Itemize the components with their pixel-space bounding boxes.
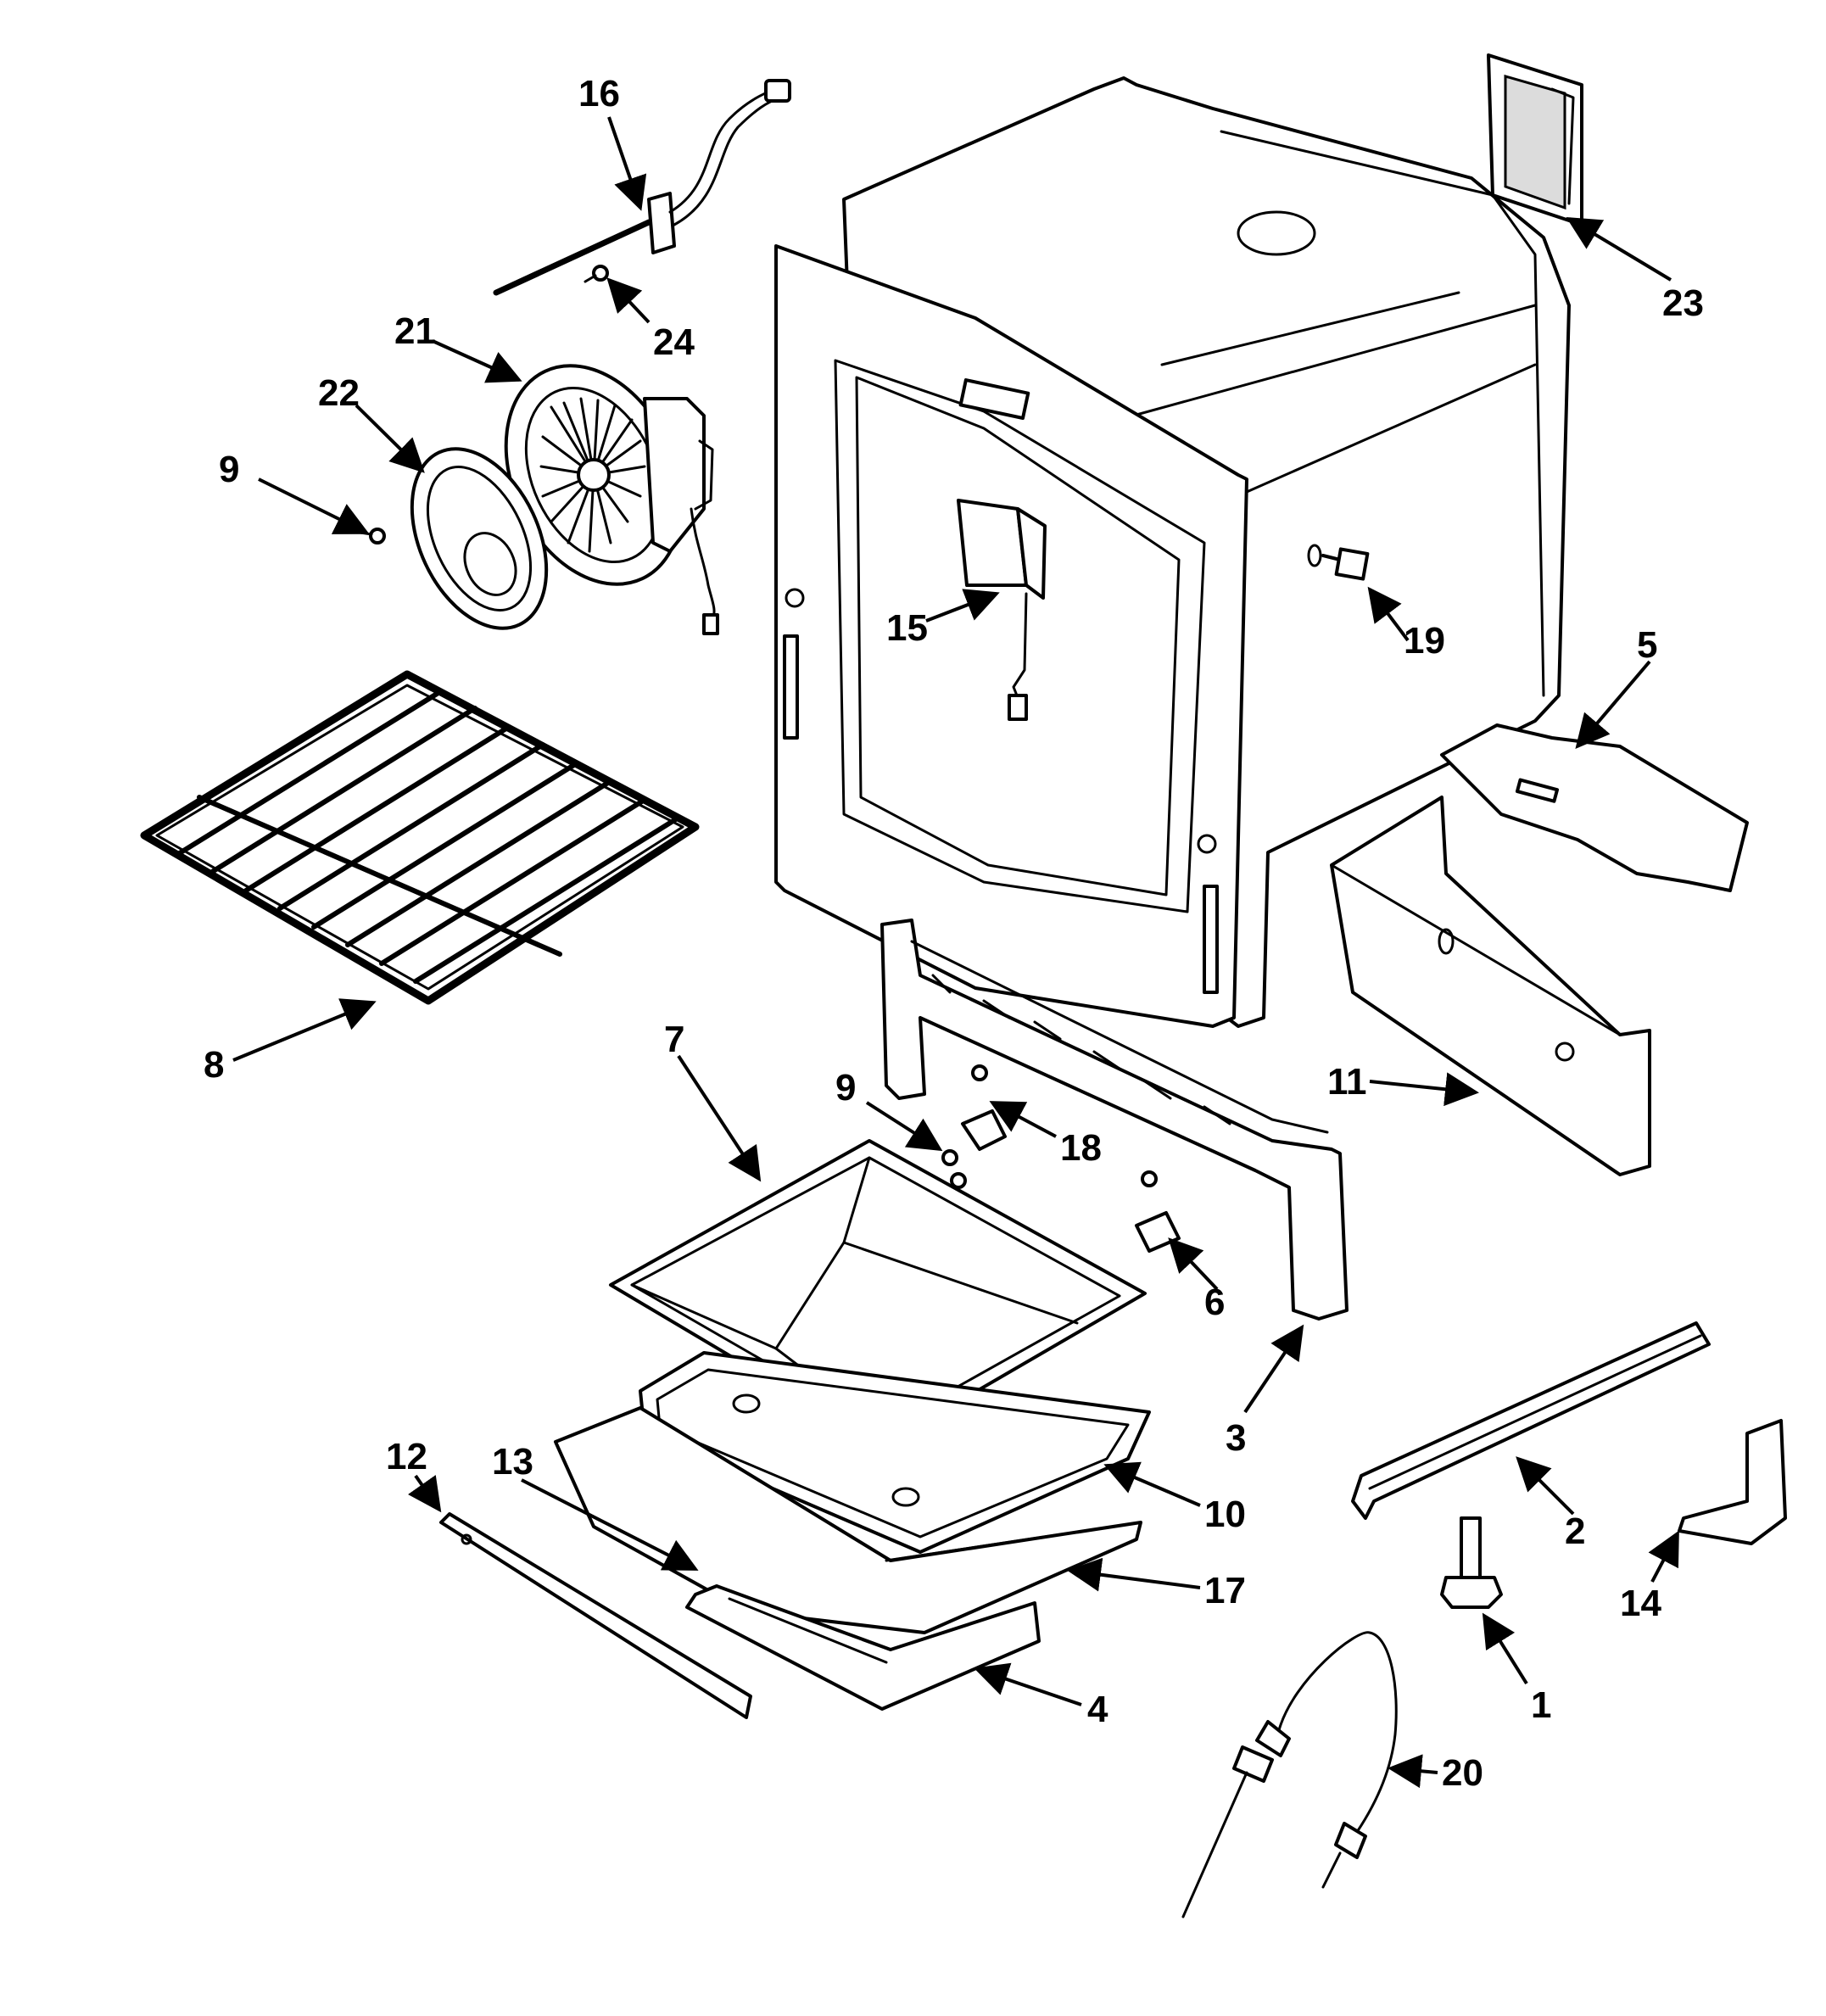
screw-part-24 xyxy=(584,265,609,283)
sensor-part-16 xyxy=(493,79,791,296)
callout-9-drawer: 9 xyxy=(835,1067,856,1109)
callout-5: 5 xyxy=(1637,624,1657,666)
panel-part-13 xyxy=(554,1406,1142,1634)
callout-16: 16 xyxy=(578,73,620,114)
callout-14: 14 xyxy=(1620,1583,1661,1624)
callout-15: 15 xyxy=(886,607,928,649)
rail-part-2 xyxy=(1351,1321,1711,1520)
callout-22: 22 xyxy=(318,372,360,414)
callout-20: 20 xyxy=(1442,1752,1483,1794)
shield-part-11 xyxy=(1330,796,1651,1176)
bottom-panel-part-5 xyxy=(1440,723,1749,892)
base-part-4 xyxy=(685,1584,1041,1711)
screws-part-9-drawer xyxy=(941,1149,967,1189)
clip-part-6 xyxy=(1135,1170,1181,1253)
meat-probe-part-20 xyxy=(1181,1631,1398,1918)
callout-1: 1 xyxy=(1531,1684,1551,1726)
oven-light-part-15 xyxy=(957,499,1047,721)
callout-3: 3 xyxy=(1226,1417,1246,1459)
callout-13: 13 xyxy=(492,1441,533,1483)
callout-10: 10 xyxy=(1204,1494,1246,1535)
callout-7: 7 xyxy=(664,1019,684,1060)
callout-21: 21 xyxy=(394,310,436,352)
bracket-part-14 xyxy=(1678,1419,1787,1545)
rail-part-12 xyxy=(439,1512,752,1719)
callout-9-fan: 9 xyxy=(219,449,239,490)
leveling-leg-part-1 xyxy=(1440,1516,1503,1609)
panel-part-17 xyxy=(885,1521,1142,1562)
callout-18: 18 xyxy=(1060,1127,1102,1169)
callout-17: 17 xyxy=(1204,1570,1246,1611)
leader-lines xyxy=(232,116,1679,1789)
callout-11: 11 xyxy=(1327,1061,1367,1103)
callout-2: 2 xyxy=(1565,1511,1585,1552)
callout-8: 8 xyxy=(204,1044,224,1086)
oven-rack-part-8 xyxy=(140,670,700,1005)
callout-23: 23 xyxy=(1662,282,1704,324)
callout-12: 12 xyxy=(386,1436,427,1477)
callout-24: 24 xyxy=(653,321,695,363)
callout-19: 19 xyxy=(1404,620,1445,662)
sensor-part-19 xyxy=(1307,544,1370,581)
callout-labels: 16 24 21 22 9 23 15 19 5 8 7 9 18 11 6 3… xyxy=(204,73,1704,1794)
oven-cavity xyxy=(774,76,1571,1028)
callout-4: 4 xyxy=(1087,1689,1108,1730)
fan-cover-part-22 xyxy=(410,447,549,630)
callout-6: 6 xyxy=(1204,1282,1225,1323)
front-frame-part-3 xyxy=(880,919,1349,1321)
fan-motor-part-21 xyxy=(504,364,719,635)
vent-part-23 xyxy=(1487,53,1583,226)
